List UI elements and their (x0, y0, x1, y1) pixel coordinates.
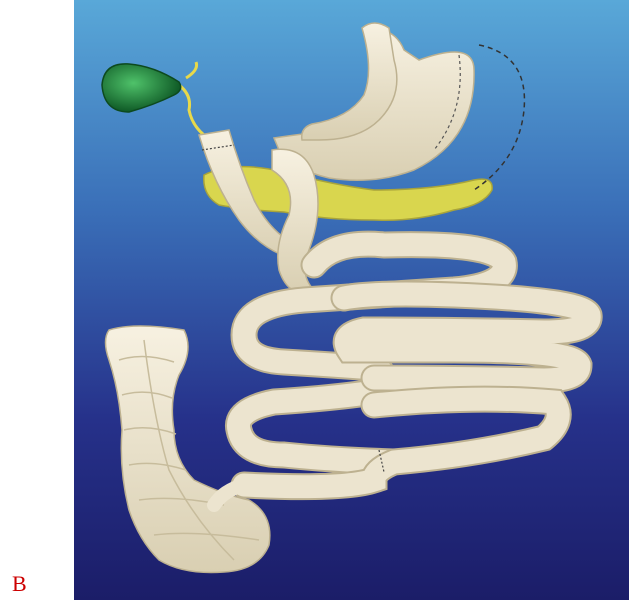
anatomy-illustration (74, 0, 629, 600)
gastric-bypass-diagram (74, 0, 629, 600)
panel-label: B (12, 572, 27, 596)
